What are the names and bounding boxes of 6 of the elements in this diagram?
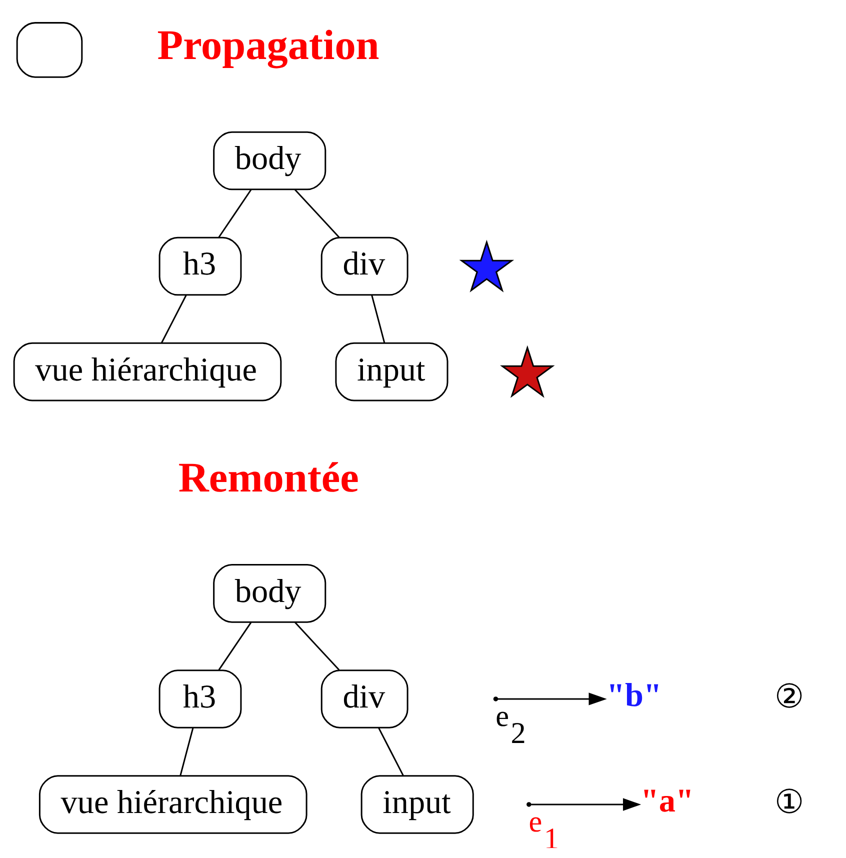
node-text: "a" <box>640 782 694 820</box>
label: Remontée <box>178 454 359 502</box>
label: ① <box>774 784 805 821</box>
node-text: "b" <box>606 676 662 714</box>
label: Propagation <box>157 22 380 69</box>
label: ② <box>774 678 805 716</box>
